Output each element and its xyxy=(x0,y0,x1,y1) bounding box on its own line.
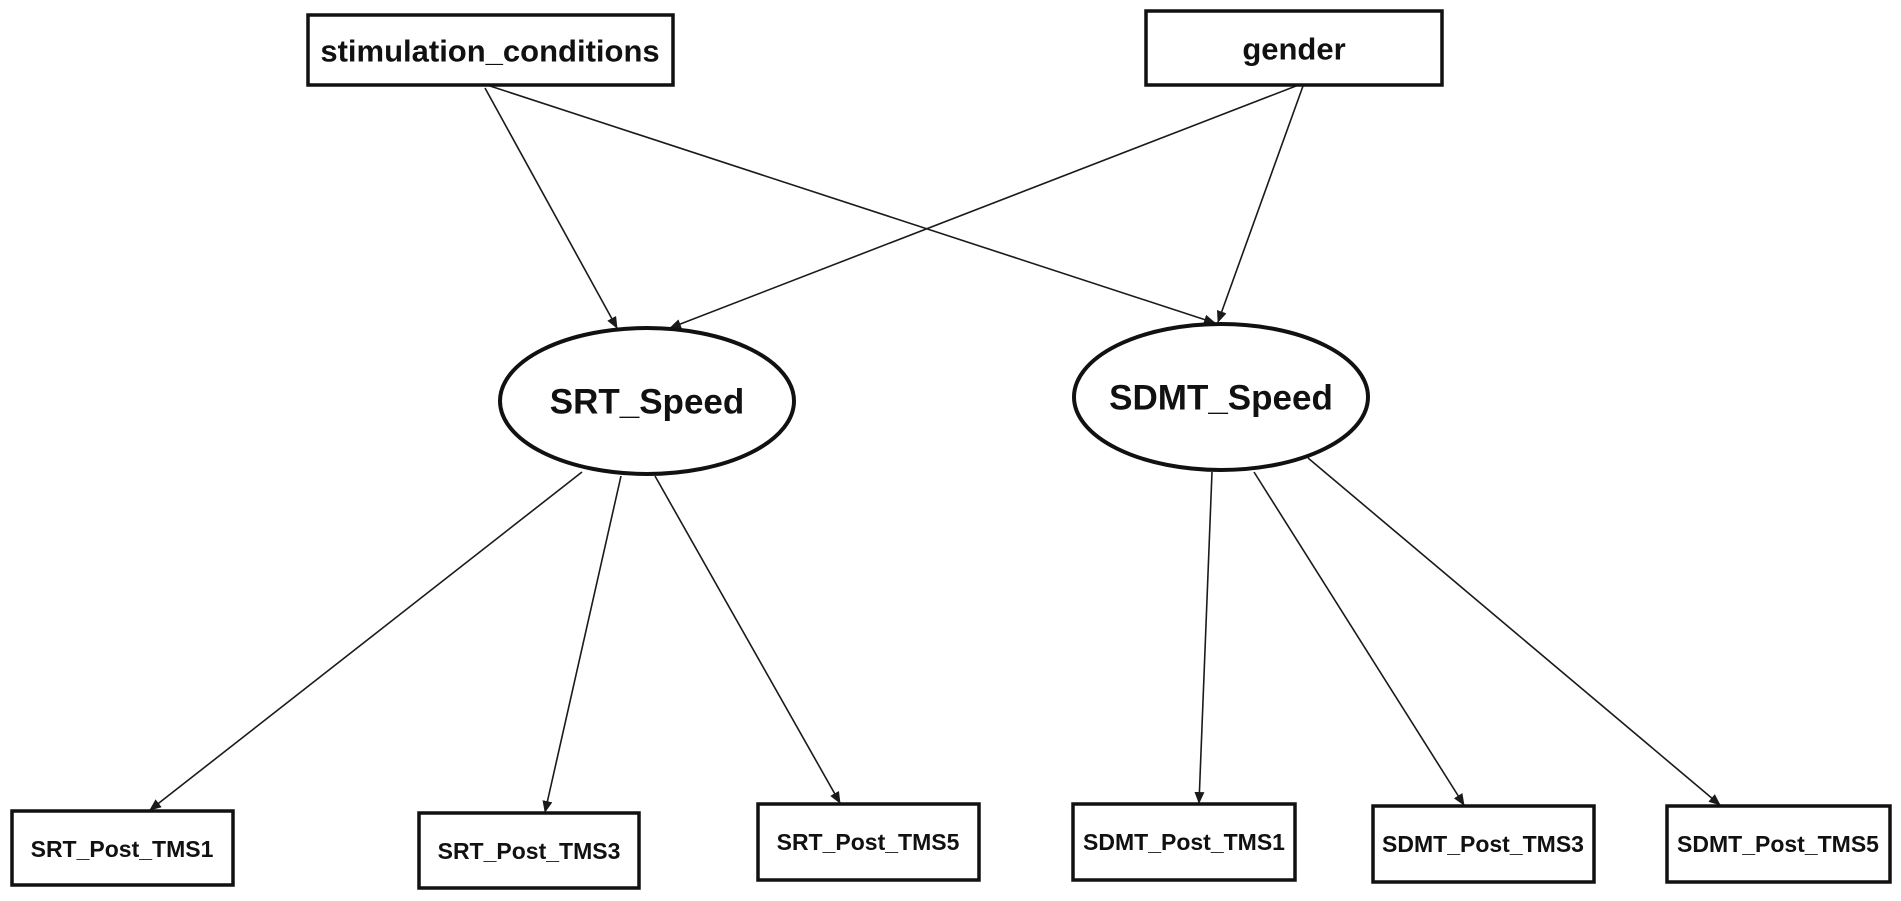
edge-gender-to-srt-speed xyxy=(669,85,1297,329)
node-ellipse xyxy=(498,326,796,476)
node-label: SRT_Post_TMS3 xyxy=(438,838,621,864)
node-label: SDMT_Post_TMS5 xyxy=(1677,831,1879,857)
edge-stimulation-to-srt-speed xyxy=(484,87,618,329)
node-box xyxy=(1071,802,1297,882)
node-label: SRT_Post_TMS1 xyxy=(31,836,214,862)
node-label: SDMT_Speed xyxy=(1109,379,1333,418)
node-box xyxy=(1144,9,1444,87)
node-gender: gender xyxy=(1144,9,1444,87)
node-box xyxy=(306,13,675,87)
node-box xyxy=(1665,804,1892,884)
node-label: SRT_Speed xyxy=(550,383,745,422)
edges xyxy=(149,85,1721,813)
node-ellipse xyxy=(1072,322,1370,472)
node-box xyxy=(1371,804,1596,884)
node-label: SDMT_Post_TMS1 xyxy=(1083,829,1285,855)
node-box xyxy=(417,811,641,890)
node-srt-post-tms1: SRT_Post_TMS1 xyxy=(10,809,235,887)
edge-srt-speed-to-srt-post-tms5 xyxy=(654,475,841,804)
node-label: SDMT_Post_TMS3 xyxy=(1382,831,1584,857)
edge-sdmt-speed-to-sdmt-post-tms5 xyxy=(1307,457,1721,806)
node-srt-speed: SRT_Speed xyxy=(498,326,796,476)
edge-sdmt-speed-to-sdmt-post-tms1 xyxy=(1194,471,1213,804)
edge-srt-speed-to-srt-post-tms1 xyxy=(149,471,583,811)
node-sdmt-post-tms3: SDMT_Post_TMS3 xyxy=(1371,804,1596,884)
edge-stimulation-to-sdmt-speed xyxy=(489,85,1216,325)
node-srt-post-tms5: SRT_Post_TMS5 xyxy=(756,802,981,882)
edge-srt-speed-to-srt-post-tms3 xyxy=(542,475,622,813)
edge-gender-to-sdmt-speed xyxy=(1217,85,1304,323)
edge-sdmt-speed-to-sdmt-post-tms3 xyxy=(1253,471,1465,806)
node-sdmt-speed: SDMT_Speed xyxy=(1072,322,1370,472)
node-sdmt-post-tms5: SDMT_Post_TMS5 xyxy=(1665,804,1892,884)
node-box xyxy=(756,802,981,882)
node-stimulation-conditions: stimulation_conditions xyxy=(306,13,675,87)
node-srt-post-tms3: SRT_Post_TMS3 xyxy=(417,811,641,890)
node-label: SRT_Post_TMS5 xyxy=(777,829,960,855)
node-box xyxy=(10,809,235,887)
node-label: stimulation_conditions xyxy=(320,34,659,69)
node-label: gender xyxy=(1242,32,1345,67)
node-sdmt-post-tms1: SDMT_Post_TMS1 xyxy=(1071,802,1297,882)
